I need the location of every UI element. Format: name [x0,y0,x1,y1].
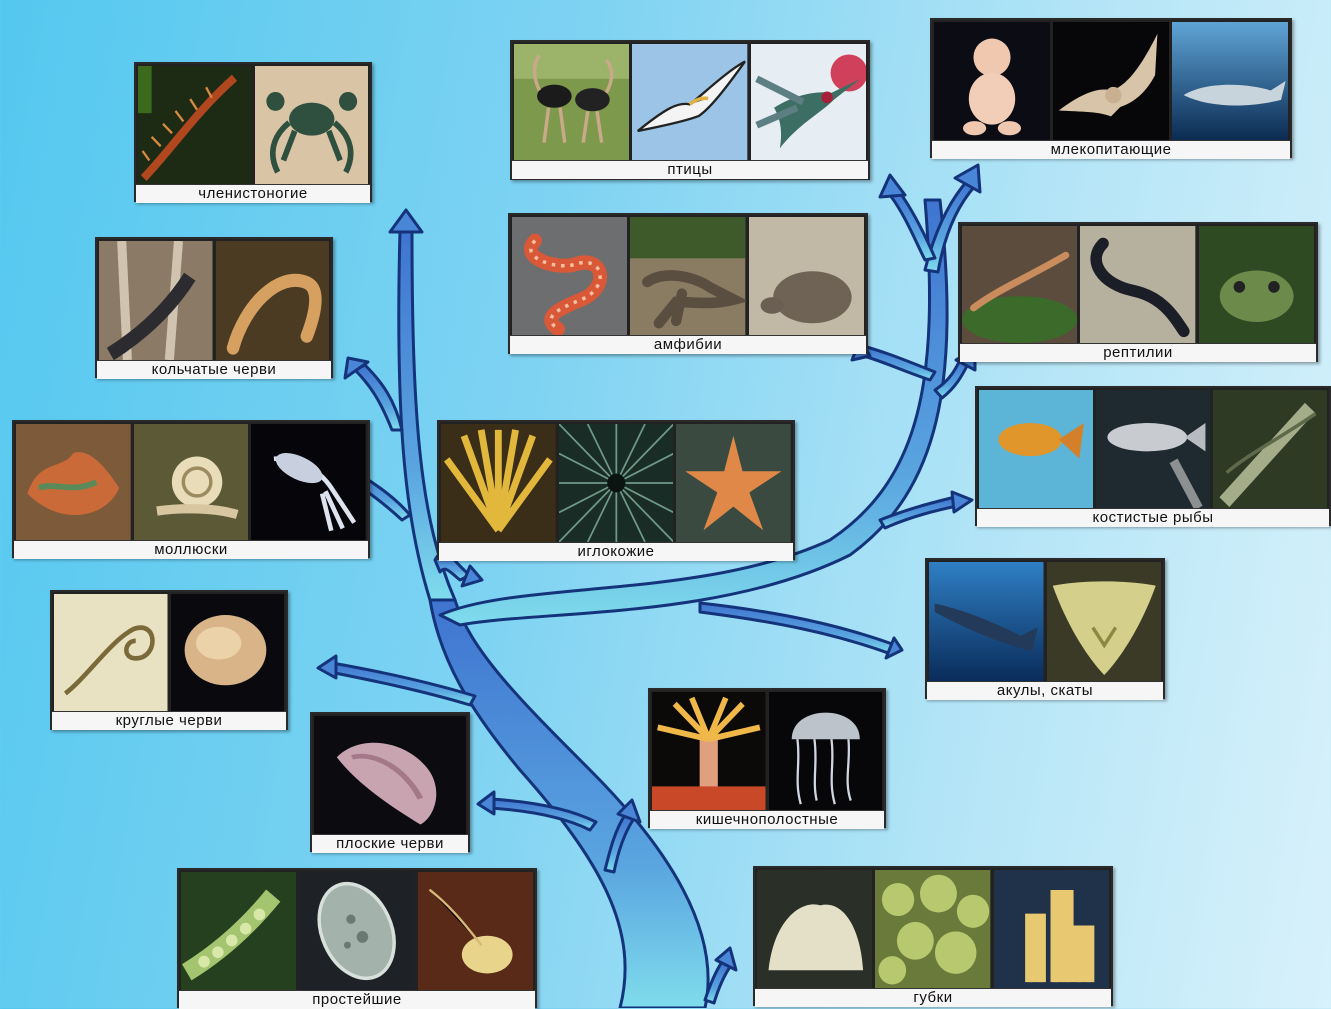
label-annelids: кольчатые черви [97,360,331,379]
label-protists: простейшие [179,990,535,1009]
photo-newt [962,226,1077,343]
photo-albatross [632,44,747,160]
photo-starfish [676,424,791,542]
label-sponges: губки [755,988,1111,1007]
photo-snail [134,424,249,540]
arrow-flatworms [478,792,494,814]
label-echinoderms: иглокожие [439,542,793,561]
arrow-bony-fish [952,492,972,512]
arrow-birds [880,175,905,197]
label-roundworms: круглые черви [52,711,286,730]
card-bony-fish: костистые рыбы [975,386,1331,526]
card-molluscs: моллюски [12,420,370,558]
branch-reptiles [860,346,935,380]
photo-ray [1047,562,1162,681]
label-birds: птицы [512,160,868,179]
photo-whale [1172,22,1288,140]
photo-snake [512,217,627,335]
photo-baby [934,22,1050,140]
card-flatworms: плоские черви [310,712,470,852]
arrow-arthropods [390,210,422,232]
label-arthropods: членистоногие [136,184,370,203]
photo-shark [929,562,1044,681]
photo-tortoise [749,217,864,335]
photo-planarian [314,716,466,834]
label-cnidarians: кишечнополостные [650,810,884,829]
card-arthropods: членистоногие [134,62,372,202]
arrow-roundworms [318,656,336,678]
photo-sponge-yellow [994,870,1109,988]
photo-caecilian [1080,226,1195,343]
photo-nematode [54,594,168,711]
photo-bat [1053,22,1169,140]
label-reptiles: рептилии [960,343,1316,362]
photo-ostrich [514,44,629,160]
photo-amoeba [418,872,533,990]
label-sharks-rays: акулы, скаты [927,681,1163,700]
photo-hummingbird [751,44,866,160]
photo-toad [1199,226,1314,343]
photo-paramecium [299,872,414,990]
card-cnidarians: кишечнополостные [648,688,886,828]
photo-earthworm [216,241,330,360]
label-mammals: млекопитающие [932,140,1290,159]
photo-anemone [652,692,766,810]
photo-leech [99,241,213,360]
photo-sponge-white [757,870,872,988]
photo-pike [1213,390,1327,508]
photo-lizard [630,217,745,335]
photo-sea-slug [16,424,131,540]
photo-crab [255,66,369,184]
label-flatworms: плоские черви [312,834,468,853]
card-birds: птицы [510,40,870,180]
card-sponges: губки [753,866,1113,1006]
card-roundworms: круглые черви [50,590,288,730]
card-echinoderms: иглокожие [437,420,795,560]
photo-sea-lily [441,424,556,542]
photo-foraminifera [181,872,296,990]
photo-sea-urchin [559,424,674,542]
photo-squid [251,424,366,540]
label-bony-fish: костистые рыбы [977,508,1329,527]
card-protists: простейшие [177,868,537,1008]
photo-worm-body [171,594,285,711]
arrow-sharks [886,638,902,658]
photo-sponge-green [875,870,990,988]
photo-catfish [1096,390,1210,508]
photo-goldfish [979,390,1093,508]
card-amphibians: амфибии [508,213,868,354]
label-amphibians: амфибии [510,335,866,354]
card-sharks-rays: акулы, скаты [925,558,1165,699]
photo-centipede [138,66,252,184]
label-molluscs: моллюски [14,540,368,559]
card-reptiles: рептилии [958,222,1318,362]
card-annelids: кольчатые черви [95,237,333,378]
card-mammals: млекопитающие [930,18,1292,158]
branch-sharks [700,603,895,654]
photo-jellyfish [769,692,883,810]
